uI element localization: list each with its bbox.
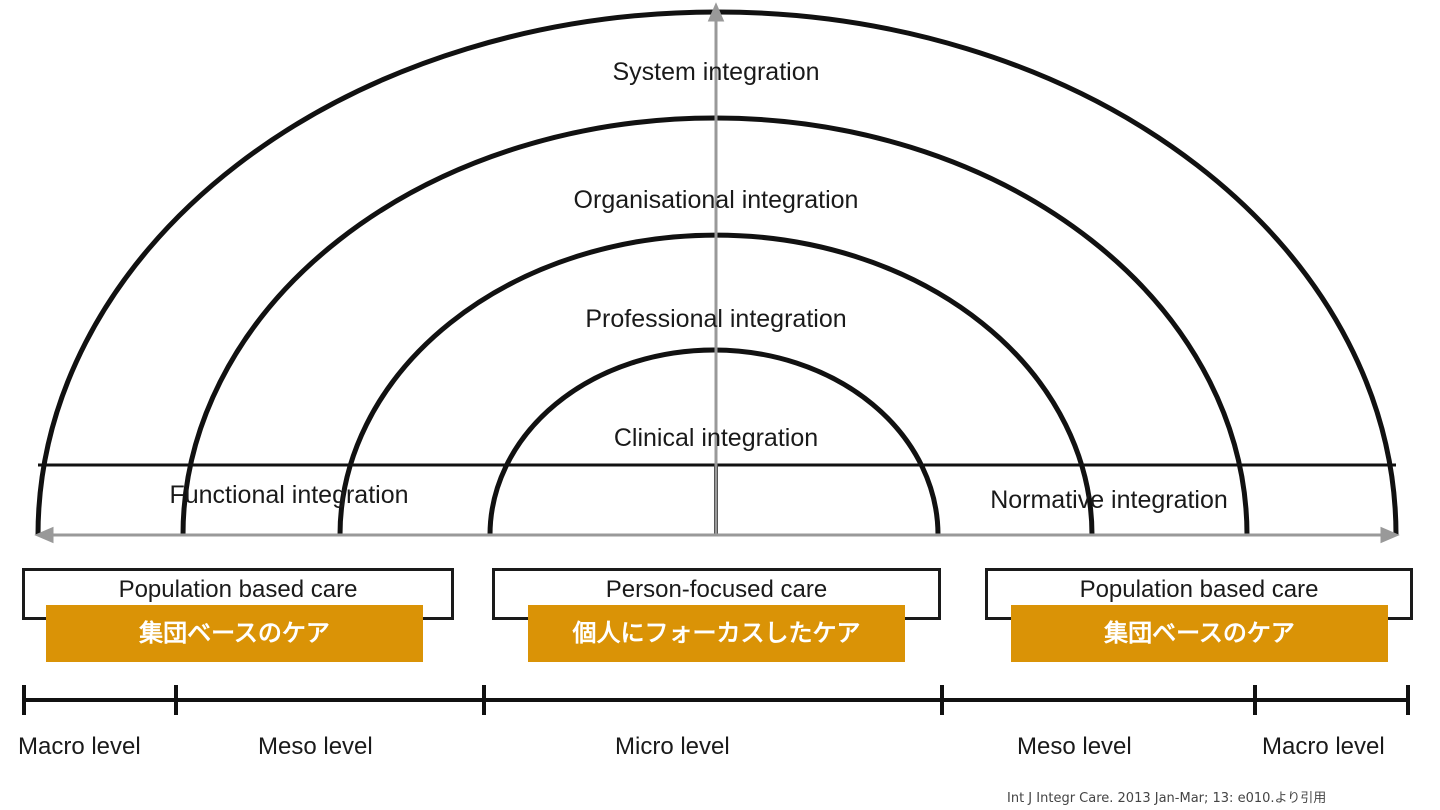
- level-timeline: [22, 685, 1410, 715]
- level-micro: Micro level: [615, 733, 730, 760]
- jp-label-population-left: 集団ベースのケア: [46, 605, 423, 662]
- arrow-head-left: [34, 526, 54, 544]
- level-macro-right: Macro level: [1262, 733, 1385, 760]
- level-macro-left: Macro level: [18, 733, 141, 760]
- level-meso-left: Meso level: [258, 733, 373, 760]
- care-box-label: Person-focused care: [605, 576, 828, 603]
- level-meso-right: Meso level: [1017, 733, 1132, 760]
- arrow-head-up: [707, 2, 725, 22]
- jp-label-person: 個人にフォーカスしたケア: [528, 605, 905, 662]
- label-clinical: Clinical integration: [614, 424, 818, 452]
- label-system: System integration: [612, 58, 819, 86]
- arc-clinical: [487, 347, 941, 536]
- care-box-label: Population based care: [118, 576, 358, 603]
- arrow-head-right: [1380, 526, 1400, 544]
- label-professional: Professional integration: [585, 305, 846, 333]
- label-functional: Functional integration: [169, 481, 408, 509]
- care-box-label: Population based care: [1079, 576, 1319, 603]
- jp-label-population-right: 集団ベースのケア: [1011, 605, 1388, 662]
- label-normative: Normative integration: [990, 486, 1228, 514]
- citation: Int J Integr Care. 2013 Jan-Mar; 13: e01…: [1007, 791, 1327, 806]
- label-organisational: Organisational integration: [574, 186, 859, 214]
